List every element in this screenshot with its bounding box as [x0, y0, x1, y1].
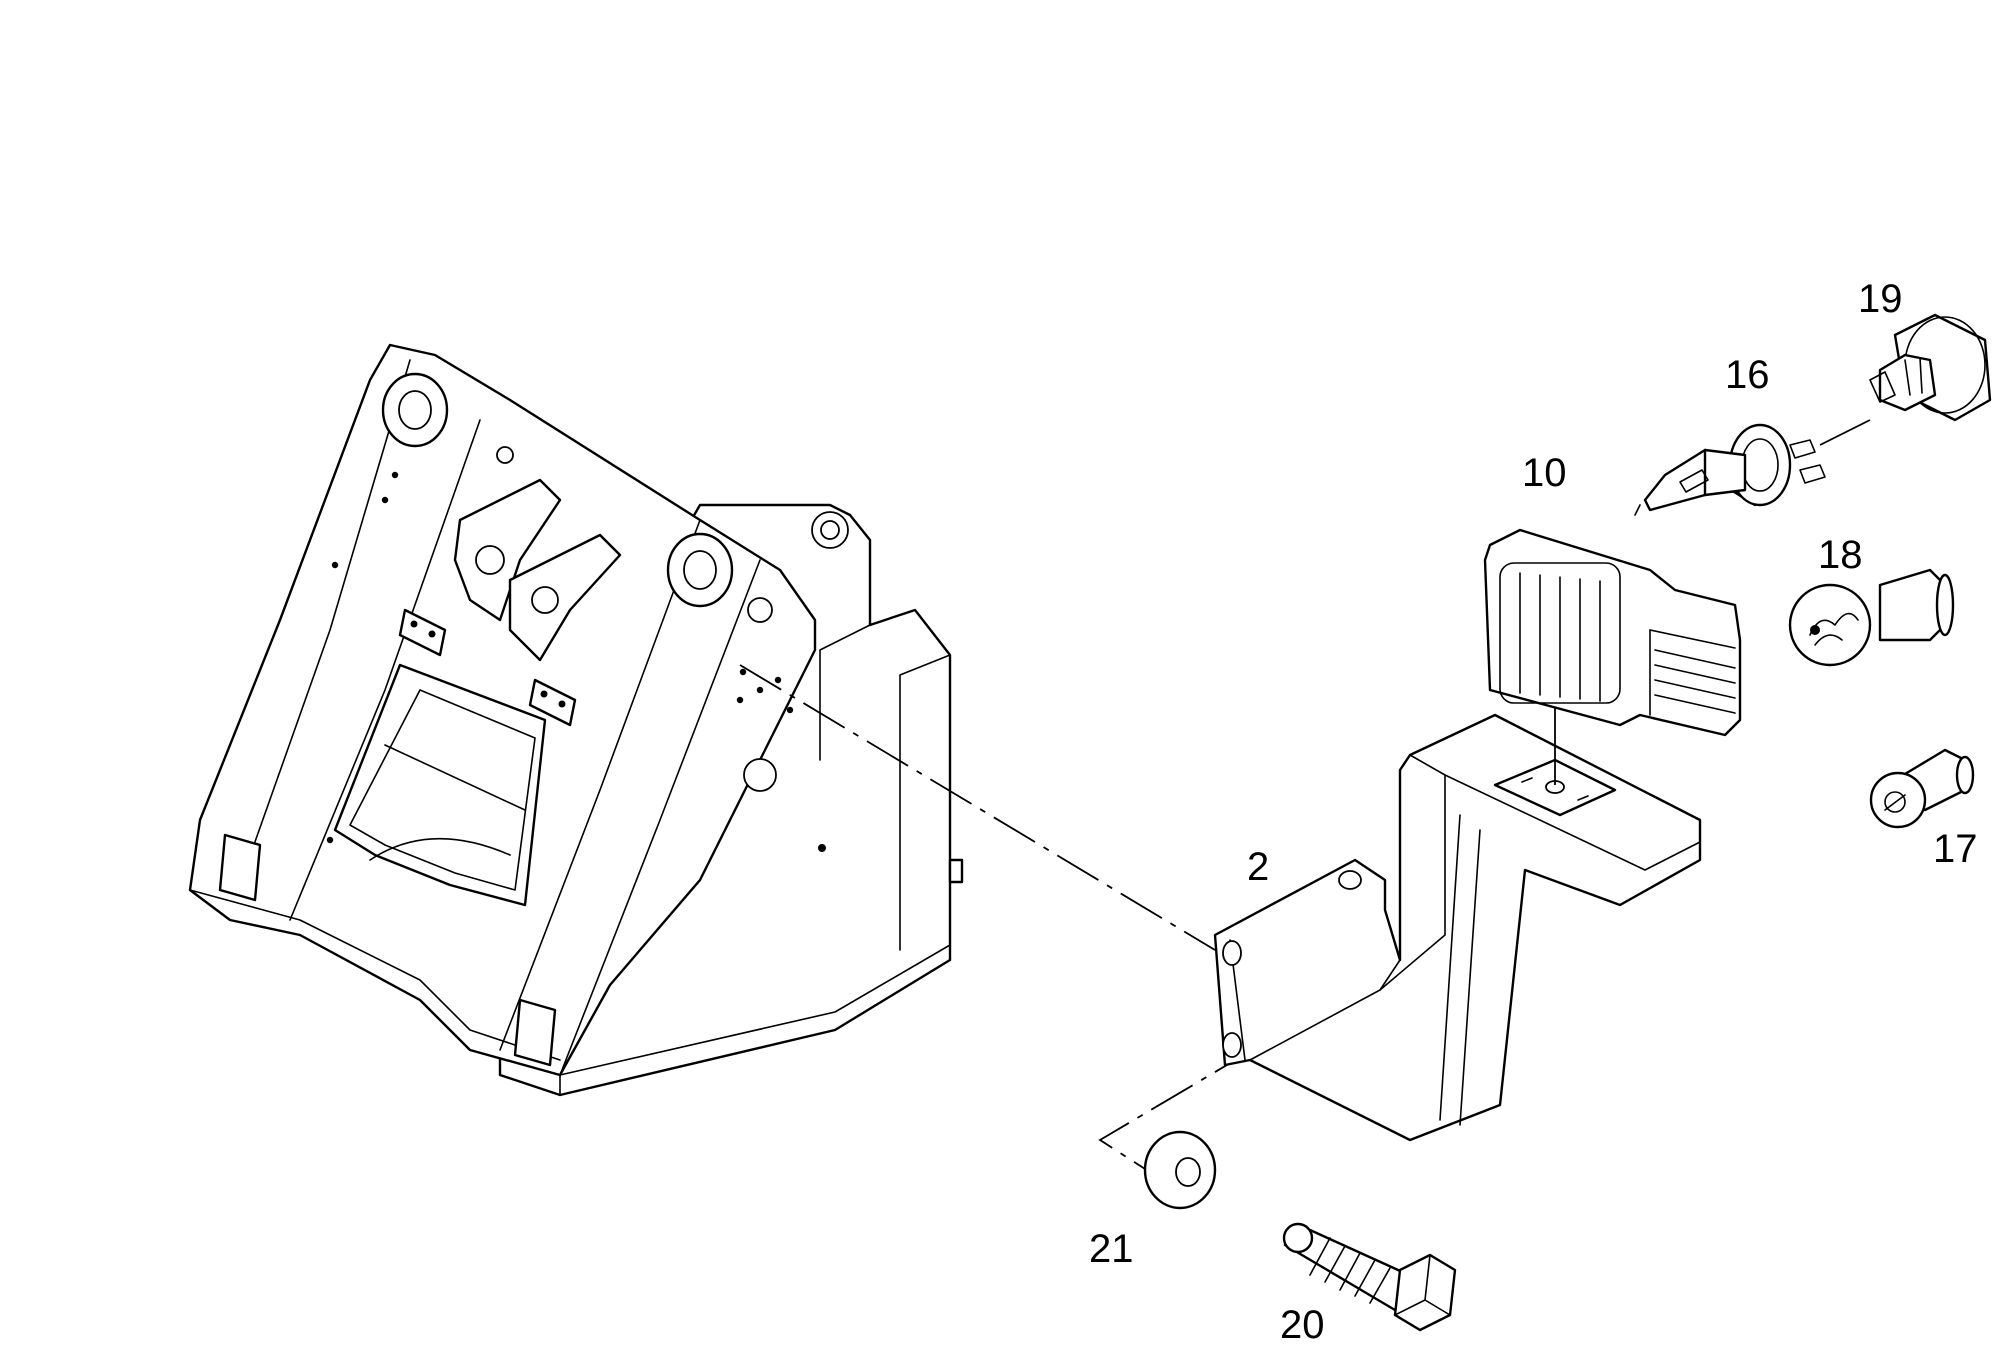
part-2-lamp-bracket[interactable] — [1213, 713, 1702, 1142]
callout-20: 20 — [1280, 1303, 1325, 1347]
part-16-halogen-bulb[interactable] — [1634, 419, 1871, 516]
callout-2: 2 — [1247, 845, 1269, 889]
callout-18: 18 — [1818, 533, 1863, 577]
part-17-small-bulb[interactable] — [1869, 748, 1975, 829]
part-18-indicator-bulb[interactable] — [1788, 568, 1955, 667]
callout-21: 21 — [1089, 1227, 1134, 1271]
part-21-washer[interactable] — [1143, 1130, 1217, 1210]
callout-19: 19 — [1858, 277, 1903, 321]
assembly-centerline — [739, 664, 1216, 951]
callout-17: 17 — [1933, 827, 1978, 871]
part-10-work-lamp[interactable] — [1483, 528, 1742, 737]
chassis-frame — [188, 343, 964, 1097]
callout-16: 16 — [1725, 353, 1770, 397]
part-19-bulb-socket[interactable] — [1869, 313, 1992, 422]
callout-10: 10 — [1522, 451, 1567, 495]
part-20-hex-bolt[interactable] — [1282, 1222, 1457, 1332]
